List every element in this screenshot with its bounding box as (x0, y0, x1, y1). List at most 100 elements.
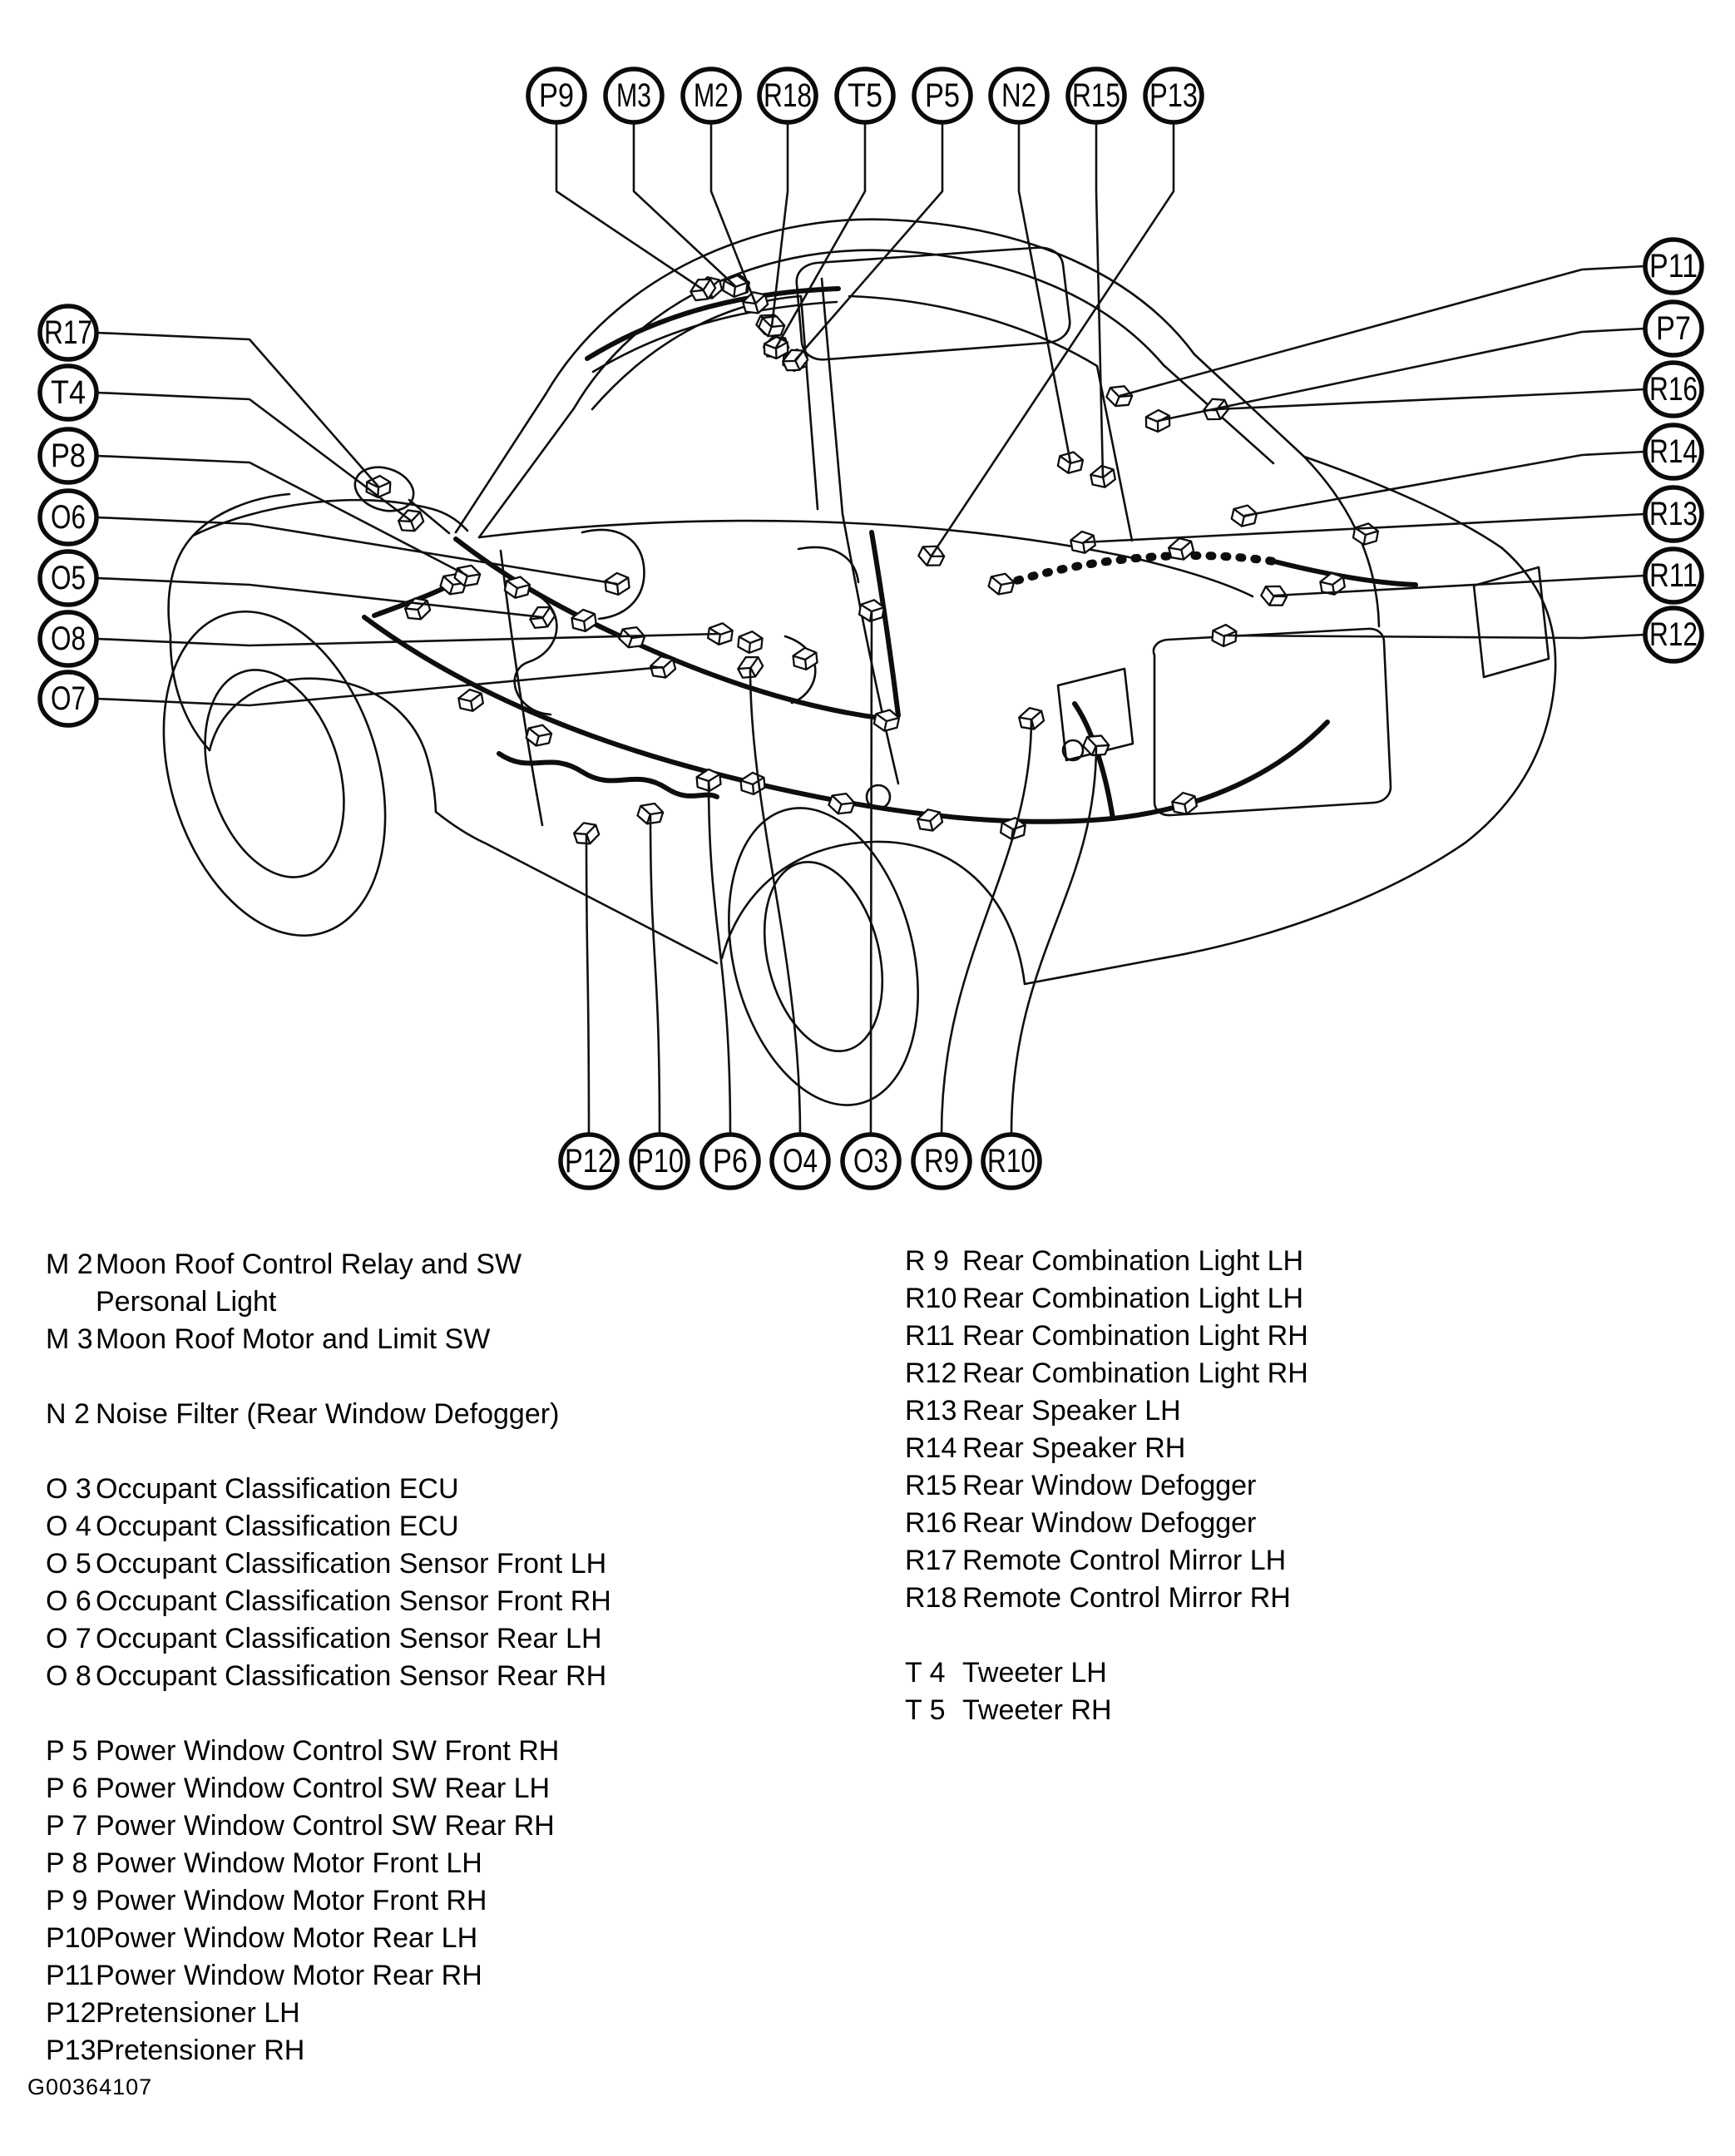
legend-label: Moon Roof Motor and Limit SW (96, 1323, 491, 1355)
legend-code: R12 (905, 1357, 957, 1389)
legend-code: M 2 (46, 1249, 93, 1280)
connector-icon (917, 808, 944, 832)
legend-code: P 5 (46, 1735, 88, 1767)
leader-R11 (1273, 574, 1646, 597)
legend-code: N 2 (46, 1398, 90, 1430)
callout-label: P9 (539, 77, 574, 114)
legend-label: Occupant Classification Sensor Rear LH (96, 1623, 602, 1654)
connector-icon (1168, 537, 1195, 561)
callout-circle (757, 67, 818, 125)
callout-circle (699, 1132, 761, 1190)
callout-M2: M2 (680, 67, 742, 125)
legend-label: Power Window Control SW Rear RH (96, 1810, 555, 1842)
legend-code: T 5 (905, 1694, 946, 1726)
callout-R17: R17 (37, 304, 99, 362)
callout-label: P11 (1649, 248, 1698, 284)
callout-R14: R14 (1643, 423, 1704, 481)
callout-circle (981, 1132, 1042, 1190)
legend-code: O 3 (46, 1473, 91, 1505)
callout-circle (680, 67, 742, 125)
connector-O7 (650, 655, 677, 679)
connector-icon (618, 626, 646, 649)
legend-code: R18 (905, 1582, 957, 1614)
callout-circle (37, 610, 99, 668)
legend-code: R14 (905, 1432, 957, 1464)
callout-label: P13 (1149, 77, 1198, 114)
callout-label: R12 (1649, 616, 1698, 653)
callout-P9: P9 (526, 67, 587, 125)
callout-O6: O6 (37, 488, 99, 546)
legend-code: R17 (905, 1545, 957, 1576)
connector-icon (1000, 817, 1026, 841)
leader-O8 (96, 632, 721, 647)
legend-label: Rear Combination Light LH (962, 1245, 1304, 1277)
legend-code: P 6 (46, 1773, 88, 1804)
callout-circle (37, 427, 99, 485)
callout-label: M2 (694, 77, 729, 114)
connector-O5 (529, 606, 556, 630)
legend-code: P 8 (46, 1847, 88, 1879)
legend-code: P13 (46, 2035, 96, 2066)
leader-R14 (1243, 450, 1646, 517)
callout-circle (603, 67, 665, 125)
leader-P9 (555, 122, 704, 291)
legend-code: P10 (46, 1922, 96, 1954)
callout-label: P12 (565, 1143, 613, 1179)
legend-code: T 4 (905, 1657, 946, 1689)
leader-M3 (632, 122, 736, 287)
legend-code: R16 (905, 1507, 957, 1539)
callout-label: P6 (713, 1143, 748, 1179)
callout-label: R18 (764, 77, 812, 114)
legend-code: O 5 (46, 1548, 91, 1580)
callout-O3: O3 (840, 1132, 902, 1190)
callout-circle (629, 1132, 690, 1190)
callout-T4: T4 (37, 363, 99, 422)
callout-P12: P12 (558, 1132, 620, 1190)
callout-label: T5 (848, 77, 882, 114)
legend-code (46, 1283, 96, 1321)
legend-label: Power Window Motor Rear LH (96, 1922, 478, 1954)
connector-N2 (1056, 451, 1085, 474)
callout-P6: P6 (699, 1132, 761, 1190)
callout-label: R15 (1072, 77, 1120, 114)
callout-R16: R16 (1643, 360, 1704, 418)
legend-label: Remote Control Mirror RH (962, 1582, 1291, 1614)
callout-P11: P11 (1643, 237, 1704, 295)
legend-label: Tweeter RH (962, 1694, 1112, 1726)
leader-P12 (585, 833, 591, 1135)
callout-O8: O8 (37, 610, 99, 668)
callout-circle (1643, 485, 1704, 543)
wiring-harness-art (362, 286, 1418, 824)
callout-circle (1643, 299, 1704, 358)
callout-circle (840, 1132, 902, 1190)
connector-P11 (1105, 385, 1134, 408)
callout-label: R14 (1649, 433, 1698, 470)
legend-code: O 4 (46, 1511, 91, 1542)
callout-R18: R18 (757, 67, 818, 125)
callout-label: O5 (51, 560, 86, 596)
connector-icon (987, 572, 1016, 596)
callout-M3: M3 (603, 67, 665, 125)
legend-code: R10 (905, 1283, 957, 1314)
legend-label: Occupant Classification ECU (96, 1473, 459, 1505)
legend-code: O 6 (46, 1585, 91, 1617)
leader-P5 (794, 122, 944, 361)
callout-label: O6 (51, 499, 86, 536)
callout-circle (988, 67, 1050, 125)
leader-R16 (1215, 388, 1646, 411)
legend-label: Rear Combination Light RH (962, 1320, 1308, 1352)
